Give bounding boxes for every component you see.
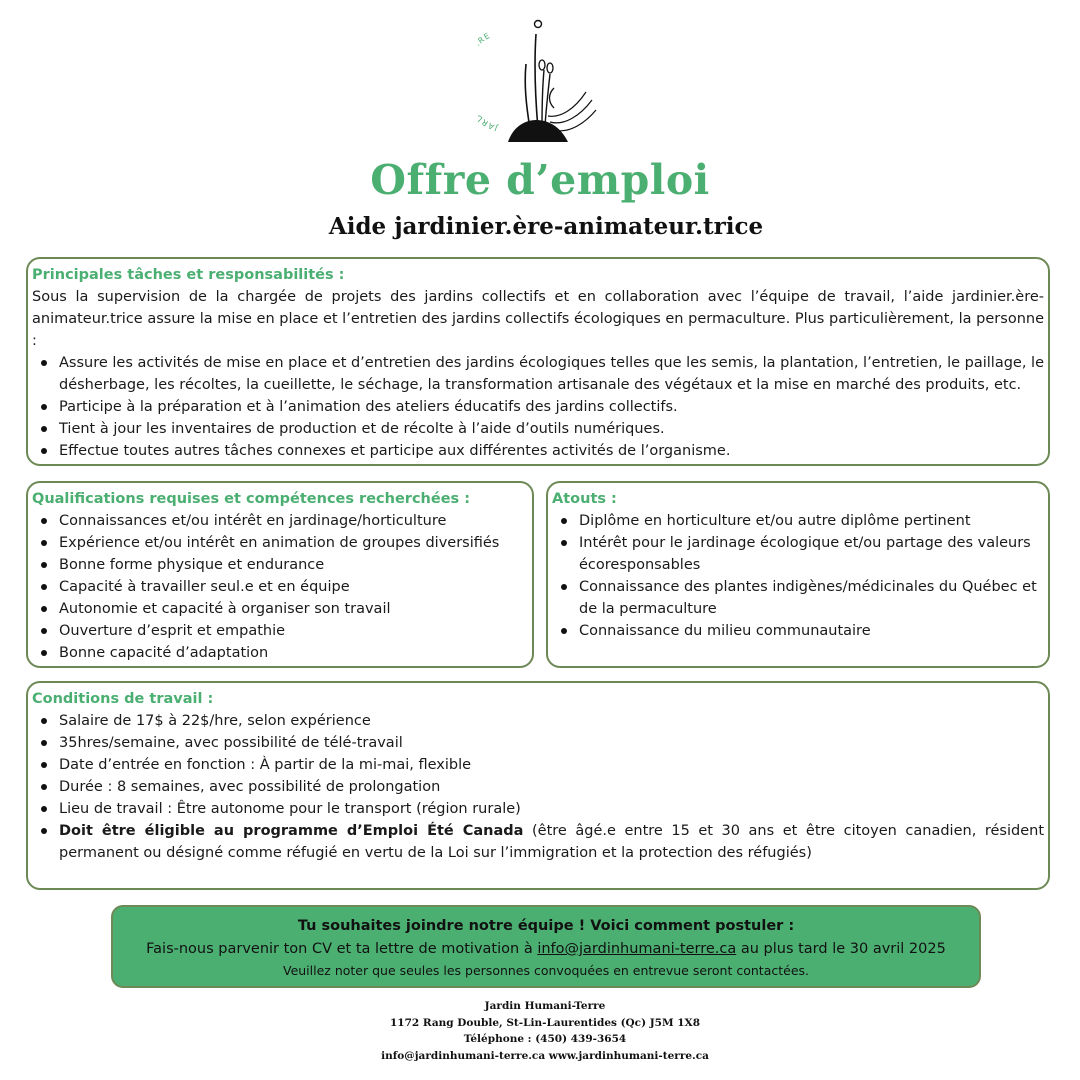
list-item: Autonomie et capacité à organiser son tr… [41, 598, 528, 620]
apply-text-after: au plus tard le 30 avril 2025 [736, 941, 946, 957]
list-item: Salaire de 17$ à 22$/hre, selon expérien… [41, 710, 1044, 732]
svg-text:JARDIN HUMANI-TERRE: JARDIN HUMANI-TERRE [478, 31, 500, 133]
tasks-list: Assure les activités de mise en place et… [32, 352, 1044, 462]
footer-phone: Téléphone : (450) 439-3654 [463, 1033, 627, 1045]
conditions-section: Conditions de travail : Salaire de 17$ à… [26, 681, 1050, 890]
email-link[interactable]: info@jardinhumani-terre.ca [537, 941, 737, 957]
list-item: Expérience et/ou intérêt en animation de… [41, 532, 528, 554]
list-item: Intérêt pour le jardinage écologique et/… [561, 532, 1044, 576]
apply-banner: Tu souhaites joindre notre équipe ! Voic… [111, 905, 981, 988]
qualifications-section: Qualifications requises et compétences r… [26, 481, 534, 668]
assets-section: Atouts : Diplôme en horticulture et/ou a… [546, 481, 1050, 668]
list-item: Connaissances et/ou intérêt en jardinage… [41, 510, 528, 532]
list-item: Capacité à travailler seul.e et en équip… [41, 576, 528, 598]
qualifications-list: Connaissances et/ou intérêt en jardinage… [32, 510, 528, 664]
list-item: Bonne forme physique et endurance [41, 554, 528, 576]
list-item: Effectue toutes autres tâches connexes e… [41, 440, 1044, 462]
page-title: Offre d’emploi [370, 156, 710, 204]
list-item: Connaissance des plantes indigènes/médic… [561, 576, 1044, 620]
footer-address: 1172 Rang Double, St-Lin-Laurentides (Qc… [389, 1016, 701, 1029]
list-item: Diplôme en horticulture et/ou autre dipl… [561, 510, 1044, 532]
jardin-logo-icon: JARDIN HUMANI-TERRE [457, 14, 602, 146]
list-item: Connaissance du milieu communautaire [561, 620, 1044, 642]
list-item: 35hres/semaine, avec possibilité de télé… [41, 732, 1044, 754]
assets-list: Diplôme en horticulture et/ou autre dipl… [552, 510, 1044, 642]
qualifications-heading: Qualifications requises et compétences r… [32, 491, 471, 507]
list-item: Ouverture d’esprit et empathie [41, 620, 528, 642]
apply-text-before: Fais-nous parvenir ton CV et ta lettre d… [146, 941, 538, 957]
list-item: Durée : 8 semaines, avec possibilité de … [41, 776, 1044, 798]
eligibility-details: (être âgé.e entre 15 et 30 ans et être c… [59, 823, 1045, 861]
tasks-section: Principales tâches et responsabilités : … [26, 257, 1050, 466]
footer-name: Jardin Humani-Terre [484, 1000, 606, 1012]
apply-instructions: Fais-nous parvenir ton CV et ta lettre d… [113, 938, 979, 961]
tasks-heading: Principales tâches et responsabilités : [32, 267, 345, 283]
footer: Jardin Humani-Terre 1172 Rang Double, St… [0, 998, 1080, 1064]
list-item: Bonne capacité d’adaptation [41, 642, 528, 664]
apply-heading: Tu souhaites joindre notre équipe ! Voic… [297, 918, 795, 934]
eligibility-bold: Doit être éligible au programme d’Emploi… [59, 823, 524, 839]
list-item: Participe à la préparation et à l’animat… [41, 396, 1044, 418]
conditions-heading: Conditions de travail : [32, 691, 214, 707]
page-subtitle: Aide jardinier.ère-animateur.trice [328, 213, 764, 240]
footer-contact: info@jardinhumani-terre.ca www.jardinhum… [381, 1049, 709, 1062]
list-item: Date d’entrée en fonction : À partir de … [41, 754, 1044, 776]
list-item: Assure les activités de mise en place et… [41, 352, 1044, 396]
list-item-eligibility: Doit être éligible au programme d’Emploi… [41, 820, 1045, 864]
list-item: Lieu de travail : Être autonome pour le … [41, 798, 1044, 820]
apply-note: Veuillez noter que seules les personnes … [282, 963, 809, 978]
tasks-intro: Sous la supervision de la chargée de pro… [32, 289, 1044, 349]
conditions-list: Salaire de 17$ à 22$/hre, selon expérien… [32, 710, 1044, 864]
assets-heading: Atouts : [552, 491, 617, 507]
list-item: Tient à jour les inventaires de producti… [41, 418, 1044, 440]
